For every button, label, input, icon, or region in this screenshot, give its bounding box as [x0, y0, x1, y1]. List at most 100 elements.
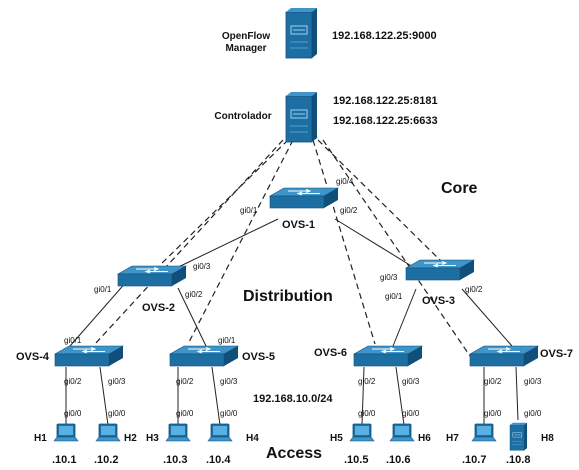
layer-label-distribution: Distribution	[243, 288, 333, 305]
switch-ovs5-port-gi0-1: gi0/1	[218, 336, 236, 345]
manager-address: 192.168.122.25:9000	[332, 30, 437, 42]
link-ovs1-ovs3	[334, 218, 419, 271]
laptop-icon	[471, 423, 497, 442]
host-name: H3	[146, 433, 159, 444]
host-h6: H6 .10.6	[386, 423, 431, 466]
laptop-icon	[53, 423, 79, 442]
host-h7: H7 .10.7	[446, 423, 497, 466]
host-address: .10.7	[462, 454, 486, 466]
host-h1: H1 .10.1	[34, 423, 79, 466]
link-ovs3-ovs7	[461, 288, 513, 347]
switch-ovs7-port-gi0-3: gi0/3	[524, 377, 542, 386]
controller-label: Controlador	[214, 111, 271, 122]
host-name: H1	[34, 433, 47, 444]
switch-ovs3-name: OVS-3	[422, 295, 455, 307]
manager-label-line2: Manager	[225, 43, 266, 54]
laptop-icon	[95, 423, 121, 442]
openflow-manager-server-icon	[285, 7, 318, 59]
host-port-h3: gi0/0	[176, 409, 194, 418]
link-ovs3-ovs6	[392, 288, 417, 347]
switch-ovs1-icon	[269, 187, 339, 209]
host-address: .10.4	[206, 454, 231, 466]
switch-ovs3-icon	[405, 259, 475, 281]
host-port-h6: gi0/0	[402, 409, 420, 418]
switch-ovs5-port-gi0-2: gi0/2	[176, 377, 194, 386]
host-name: H4	[246, 433, 259, 444]
host-h2: H2 .10.2	[94, 423, 137, 466]
laptop-icon	[389, 423, 415, 442]
laptop-icon	[349, 423, 375, 442]
controller-server-icon	[285, 91, 318, 143]
switch-ovs2-name: OVS-2	[142, 302, 175, 314]
host-port-h2: gi0/0	[108, 409, 126, 418]
switch-ovs5-port-gi0-3: gi0/3	[220, 377, 238, 386]
switch-ovs2-port-gi0-3: gi0/3	[193, 262, 211, 271]
switch-ovs1-port-gi0-4: gi0/4	[336, 177, 354, 186]
host-port-h8: gi0/0	[524, 409, 542, 418]
switch-ovs2-port-gi0-2: gi0/2	[185, 290, 203, 299]
host-address: .10.1	[52, 454, 76, 466]
switch-ovs7-icon	[469, 345, 539, 367]
switch-ovs4-port-gi0-1: gi0/1	[64, 336, 82, 345]
switch-ovs3-port-gi0-1: gi0/1	[385, 292, 403, 301]
switch-ovs4-name: OVS-4	[16, 351, 50, 363]
host-h8: H8 .10.8	[506, 422, 554, 466]
host-port-h5: gi0/0	[358, 409, 376, 418]
switch-ovs2-icon	[117, 265, 187, 287]
host-address: .10.3	[163, 454, 187, 466]
switch-ovs6-name: OVS-6	[314, 347, 347, 359]
switch-ovs6-icon	[353, 345, 423, 367]
control-link-ovs2	[157, 139, 289, 268]
data-links	[65, 218, 519, 426]
switch-ovs5-name: OVS-5	[242, 351, 275, 363]
switch-ovs4-port-gi0-3: gi0/3	[108, 377, 126, 386]
host-port-h7: gi0/0	[484, 409, 502, 418]
switch-ovs4-icon	[54, 345, 124, 367]
host-address: .10.2	[94, 454, 118, 466]
switch-ovs3-port-gi0-3: gi0/3	[380, 273, 398, 282]
host-h4: H4 .10.4	[206, 423, 259, 466]
host-port-labels: gi0/0 gi0/0 gi0/0 gi0/0 gi0/0 gi0/0 gi0/…	[64, 409, 542, 418]
switch-ovs6-port-gi0-3: gi0/3	[402, 377, 420, 386]
switch-ovs6-port-gi0-2: gi0/2	[358, 377, 376, 386]
control-link-ovs7	[322, 139, 471, 357]
host-name: H2	[124, 433, 137, 444]
control-link-ovs5	[187, 139, 294, 345]
manager-label-line1: OpenFlow	[222, 31, 271, 42]
controller-address-1: 192.168.122.25:8181	[333, 95, 438, 107]
layer-label-access: Access	[266, 445, 322, 462]
link-ovs6-h6	[395, 366, 405, 426]
control-link-ovs4	[94, 139, 284, 345]
switch-ovs5-icon	[169, 345, 239, 367]
host-port-h1: gi0/0	[64, 409, 82, 418]
control-link-ovs3	[317, 139, 443, 263]
switch-ovs1-name: OVS-1	[282, 219, 315, 231]
link-ovs1-ovs2	[167, 218, 279, 273]
link-ovs2-ovs5	[177, 287, 207, 347]
switch-ovs2-port-gi0-1: gi0/1	[94, 285, 112, 294]
host-h3: H3 .10.3	[146, 423, 191, 466]
link-ovs2-ovs4	[69, 279, 129, 347]
switch-ovs3-port-gi0-2: gi0/2	[465, 285, 483, 294]
link-ovs7-h8	[515, 366, 519, 421]
laptop-icon	[165, 423, 191, 442]
host-address: .10.8	[506, 454, 530, 466]
server-icon	[509, 422, 528, 451]
link-ovs4-h2	[99, 366, 109, 426]
host-name: H5	[330, 433, 343, 444]
control-link-ovs6	[312, 139, 376, 345]
host-address: .10.5	[344, 454, 368, 466]
layer-label-core: Core	[441, 180, 478, 197]
switch-ovs1-port-gi0-2: gi0/2	[340, 206, 358, 215]
subnet-label: 192.168.10.0/24	[253, 393, 333, 405]
host-h5: H5 .10.5	[330, 423, 375, 466]
link-ovs6-h5	[361, 366, 365, 426]
switch-ovs1-port-gi0-1: gi0/1	[240, 206, 258, 215]
host-name: H6	[418, 433, 431, 444]
controller-address-2: 192.168.122.25:6633	[333, 115, 438, 127]
switch-ovs7-port-gi0-2: gi0/2	[484, 377, 502, 386]
control-links	[94, 139, 471, 357]
laptop-icon	[207, 423, 233, 442]
host-port-h4: gi0/0	[220, 409, 238, 418]
